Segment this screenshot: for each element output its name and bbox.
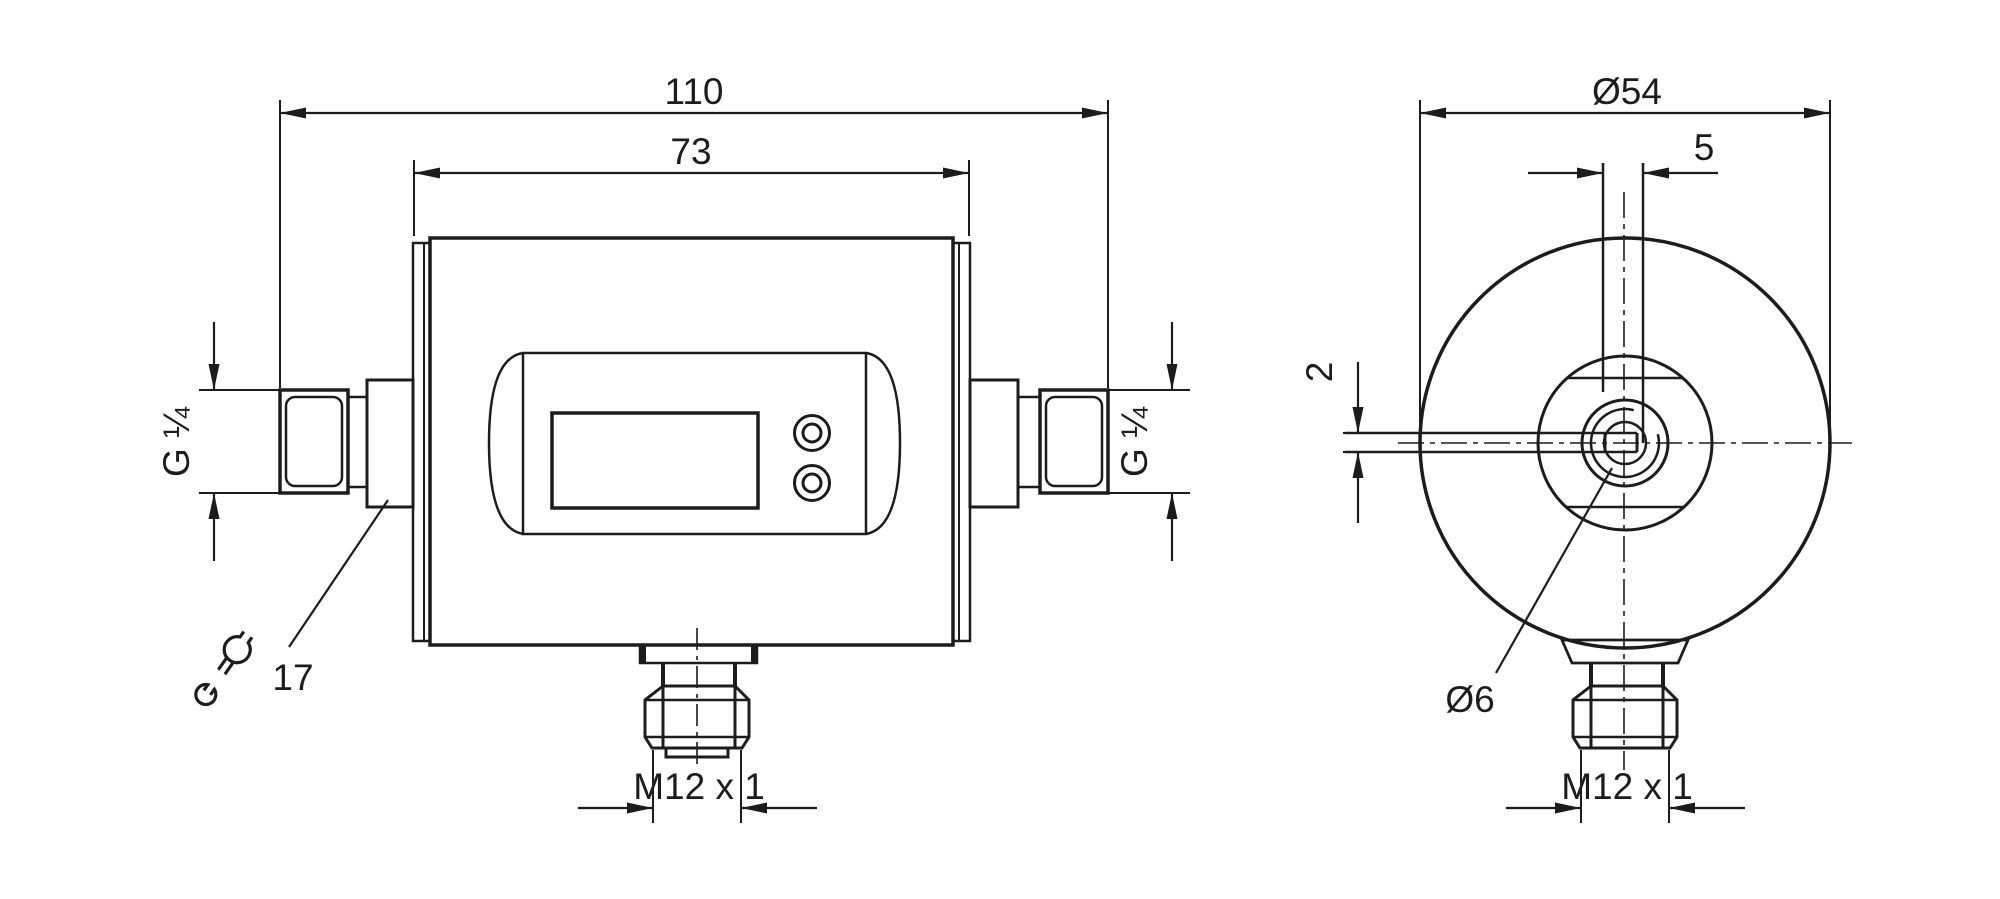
dimension-m12-front: M12 x 1 [1506, 750, 1745, 823]
dim-2-label: 2 [1299, 362, 1340, 383]
thread-arc [1589, 407, 1661, 479]
wrench-callout: 17 [194, 499, 389, 707]
pushbutton-top [793, 414, 831, 452]
side-view: 110 73 G ¼ G ¼ [156, 71, 1190, 823]
dim-m12-front-label: M12 x 1 [1561, 766, 1693, 807]
m12-connector-front [1559, 638, 1691, 750]
centerlines [1398, 192, 1852, 770]
bore-callout: Ø6 [1445, 467, 1613, 720]
dimension-tab-width: 5 [1528, 127, 1718, 179]
wrench-leader-line [288, 499, 389, 648]
dimension-overall-length: 110 [279, 71, 1109, 388]
dimension-paddle-thickness: 2 [1299, 362, 1374, 523]
m12-connector-side [638, 628, 759, 765]
dim-g14-right-label: G ¼ [1114, 406, 1155, 477]
left-fitting [278, 378, 415, 509]
front-view: Ø54 5 2 Ø6 [1299, 71, 1852, 823]
left-thread [278, 388, 350, 495]
dim-73-label: 73 [670, 131, 711, 172]
bore-leader-line [1495, 467, 1613, 674]
dimension-body-length: 73 [413, 131, 970, 236]
dimension-thread-right: G ¼ [1107, 322, 1190, 561]
dimension-thread-left: G ¼ [156, 322, 281, 561]
right-fitting [968, 378, 1110, 509]
tab-feature [1601, 163, 1645, 443]
right-thread [1038, 388, 1110, 495]
dim-g14-left-label: G ¼ [156, 406, 197, 477]
wrench-icon [194, 630, 254, 707]
pushbutton-bottom [793, 464, 831, 502]
paddle-element [1345, 431, 1639, 454]
dim-phi6-label: Ø6 [1445, 679, 1494, 720]
dim-phi54-label: Ø54 [1592, 71, 1662, 112]
display-panel [487, 351, 902, 536]
dim-110-label: 110 [665, 71, 724, 112]
lcd-window [550, 411, 760, 510]
dim-m12-side-label: M12 x 1 [633, 766, 765, 807]
wrench-size-label: 17 [272, 657, 313, 698]
dimension-housing-diameter: Ø54 [1419, 71, 1831, 446]
dimension-m12-side: M12 x 1 [578, 750, 817, 823]
dim-5-label: 5 [1694, 127, 1715, 168]
